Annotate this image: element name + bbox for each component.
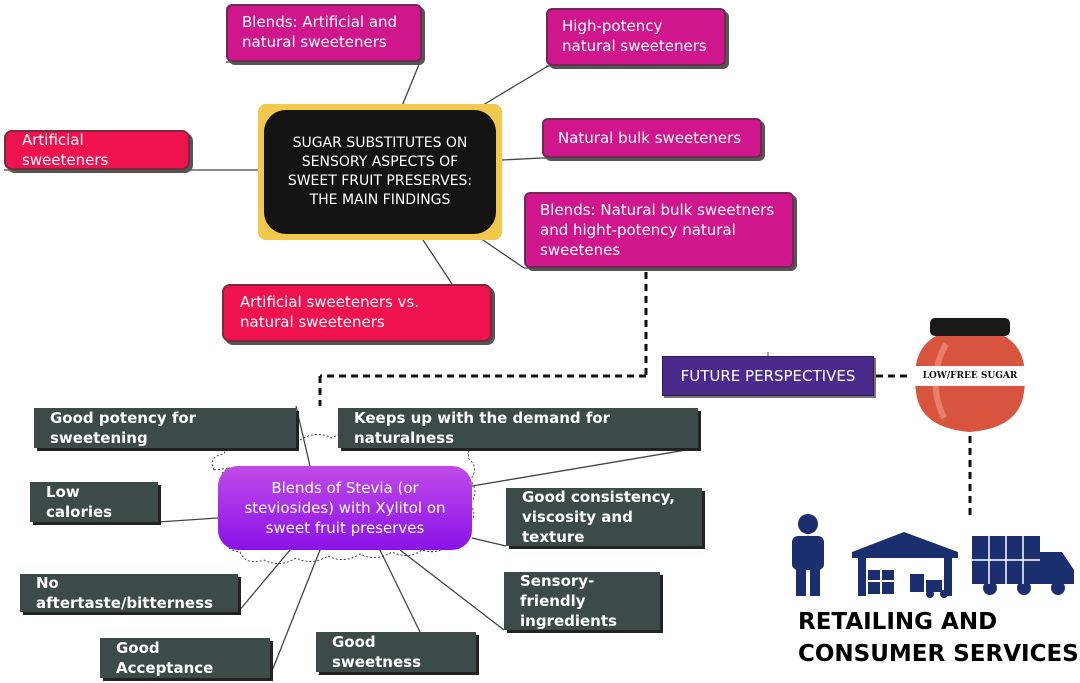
future-perspectives: FUTURE PERSPECTIVES: [662, 356, 874, 396]
finding-low-calories: Low calories: [30, 482, 158, 522]
central-topic: SUGAR SUBSTITUTES ON SENSORY ASPECTS OF …: [258, 104, 502, 240]
branch-high-potency-natural: High-potency natural sweeteners: [546, 8, 726, 66]
finding-acceptance: Good Acceptance: [100, 638, 270, 678]
finding-consistency: Good consistency, viscosity and texture: [506, 488, 702, 546]
warehouse-icon: [852, 532, 958, 598]
jar-icon: [912, 318, 1028, 432]
finding-naturalness: Keeps up with the demand for naturalness: [338, 408, 698, 448]
finding-aftertaste: No aftertaste/bitterness: [20, 574, 238, 612]
person-icon: [792, 514, 824, 596]
branch-artificial-vs-natural: Artificial sweeteners vs. natural sweete…: [222, 284, 492, 342]
branch-blends-bulk-high-potency: Blends: Natural bulk sweetners and hight…: [524, 192, 794, 268]
branch-artificial: Artificial sweeteners: [4, 130, 190, 170]
branch-natural-bulk: Natural bulk sweeteners: [542, 118, 762, 158]
cloud-outline: [211, 428, 476, 564]
branch-blends-artificial-natural: Blends: Artificial and natural sweetener…: [226, 4, 422, 62]
retail-line-2: CONSUMER SERVICES: [798, 641, 1079, 667]
finding-potency: Good potency for sweetening: [34, 408, 296, 448]
central-topic-text: SUGAR SUBSTITUTES ON SENSORY ASPECTS OF …: [264, 110, 496, 234]
jar-label: LOW/FREE SUGAR: [922, 371, 1018, 381]
finding-sensory: Sensory-friendly ingredients: [504, 572, 660, 630]
retail-caption: RETAILING AND CONSUMER SERVICES: [798, 606, 1079, 670]
retail-line-1: RETAILING AND: [798, 609, 998, 635]
stevia-xylitol-node: Blends of Stevia (or steviosides) with X…: [218, 466, 472, 550]
finding-sweetness: Good sweetness: [316, 632, 476, 672]
